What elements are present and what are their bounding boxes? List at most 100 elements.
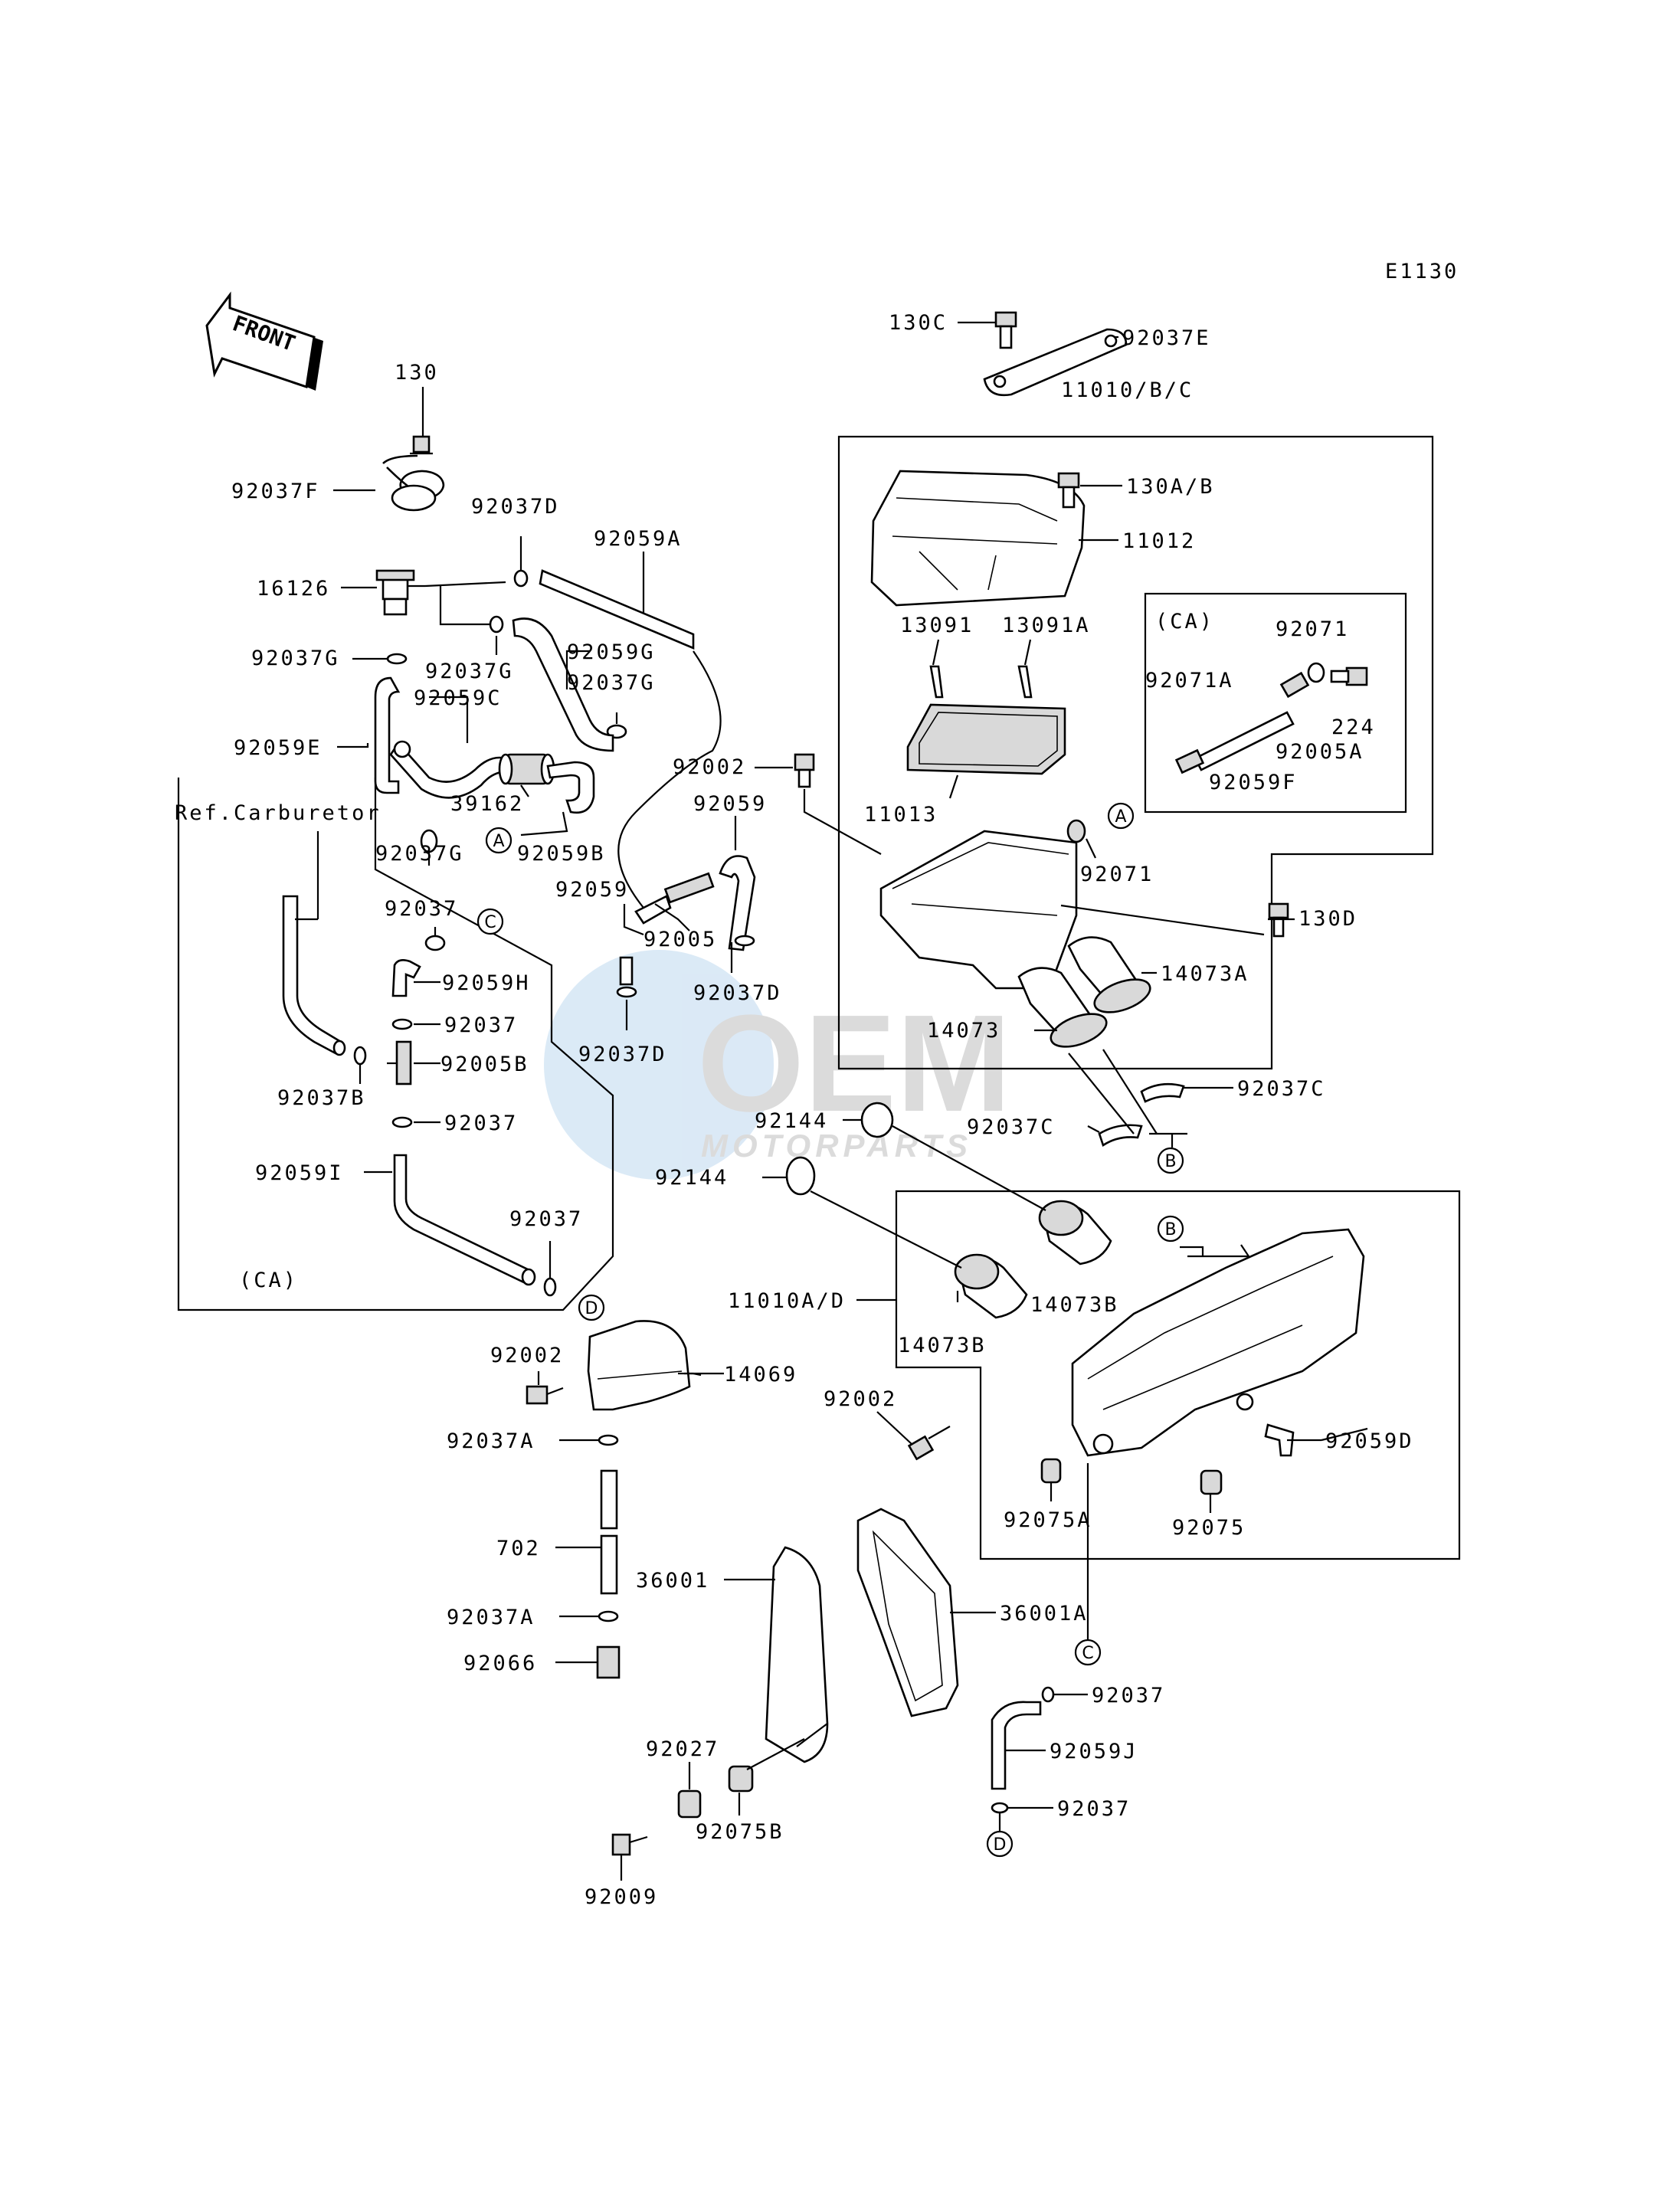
part-label: 13091A bbox=[1002, 614, 1091, 637]
part-label: 92075B bbox=[696, 1820, 784, 1844]
part-label: 92002 bbox=[673, 755, 746, 779]
part-label: 92037G bbox=[567, 671, 656, 695]
clip-92037-icon bbox=[391, 1116, 413, 1128]
hose-92059H-icon bbox=[391, 959, 421, 997]
clip-92037G-icon bbox=[386, 653, 408, 665]
part-label: 92037D bbox=[693, 981, 782, 1005]
part-label: 92037 bbox=[444, 1013, 518, 1037]
ref-carburetor-label: Ref.Carburetor bbox=[175, 801, 382, 825]
clip-13091A-icon bbox=[1017, 665, 1033, 699]
bolt-92002-icon bbox=[526, 1385, 549, 1405]
bolt-130D-icon bbox=[1268, 902, 1289, 919]
connector-92005B-icon bbox=[395, 1040, 412, 1085]
part-label: 130D bbox=[1298, 907, 1357, 931]
clamp-92037C-icon bbox=[1140, 1082, 1185, 1103]
part-label: 11012 bbox=[1122, 529, 1196, 553]
bolt-224-icon bbox=[1345, 666, 1368, 686]
grommet-92071-icon bbox=[1066, 819, 1086, 843]
clip-92037-icon bbox=[991, 1802, 1009, 1814]
part-label: 14073B bbox=[898, 1334, 987, 1357]
tube-702-icon bbox=[600, 1469, 618, 1530]
ref-circle-b bbox=[1157, 1215, 1184, 1243]
part-label: 92059A bbox=[594, 527, 683, 551]
part-label: 92071 bbox=[1080, 863, 1154, 886]
collar-92027-icon bbox=[677, 1789, 702, 1819]
part-label: 39162 bbox=[450, 792, 524, 816]
part-label: 92059C bbox=[414, 686, 503, 710]
part-label: 92071 bbox=[1276, 617, 1349, 641]
part-label: 92037F bbox=[231, 480, 320, 503]
part-label: 92059D bbox=[1325, 1429, 1414, 1453]
part-label: 92002 bbox=[490, 1344, 564, 1367]
ref-letter-a: A bbox=[1115, 807, 1126, 827]
part-label: 92075A bbox=[1004, 1508, 1092, 1532]
hose-92059E-icon bbox=[374, 676, 401, 794]
bracket-92037E-icon bbox=[983, 328, 1128, 397]
grommet-92075B-icon bbox=[728, 1765, 754, 1793]
clip-92037G-icon bbox=[489, 615, 504, 634]
clip-92037-icon bbox=[1041, 1686, 1055, 1703]
hose-92059G-icon bbox=[512, 617, 614, 752]
part-label: 11010A/D bbox=[728, 1289, 846, 1313]
watermark-globe-icon bbox=[544, 950, 774, 1180]
fitting-92059D-icon bbox=[1264, 1423, 1295, 1457]
ref-letter-d: D bbox=[994, 1835, 1007, 1855]
part-label: 92037E bbox=[1122, 326, 1211, 350]
clip-92037-icon bbox=[391, 1018, 413, 1030]
part-label: 92059B bbox=[517, 842, 606, 866]
ref-circle-c bbox=[476, 908, 504, 935]
part-label: 92037 bbox=[385, 897, 458, 921]
ref-letter-d: D bbox=[585, 1299, 598, 1318]
part-label: 92037G bbox=[375, 842, 464, 866]
ref-letter-b: B bbox=[1164, 1220, 1176, 1239]
bolt-130AB-icon bbox=[1057, 472, 1080, 489]
part-label: 92037A bbox=[447, 1429, 535, 1453]
part-label: 92005A bbox=[1276, 740, 1364, 764]
part-label: 92002 bbox=[824, 1387, 897, 1411]
bolt-92002-icon bbox=[907, 1435, 935, 1461]
part-label: 92037 bbox=[1057, 1797, 1131, 1821]
ref-circle-a bbox=[1107, 802, 1135, 830]
cover-14069-icon bbox=[587, 1320, 691, 1411]
hose-92059-icon bbox=[634, 895, 672, 925]
clamp-92037C-icon bbox=[1098, 1124, 1143, 1148]
part-label: 13091 bbox=[900, 614, 974, 637]
part-label: 130 bbox=[395, 361, 439, 385]
clip-13091-icon bbox=[929, 665, 944, 699]
part-label: 92037A bbox=[447, 1606, 535, 1629]
bolt-130C-icon bbox=[994, 311, 1017, 328]
watermark-subtitle: MOTORPARTS bbox=[701, 1128, 972, 1164]
leader-lines bbox=[295, 321, 1368, 1881]
watermark-brand: OEM bbox=[697, 987, 1011, 1141]
part-label: 92037 bbox=[1092, 1684, 1165, 1708]
oring-92144-icon bbox=[860, 1102, 894, 1138]
part-label: 702 bbox=[496, 1537, 541, 1560]
part-label: 130A/B bbox=[1126, 475, 1215, 499]
part-label: 224 bbox=[1331, 715, 1376, 739]
clip-92037A-icon bbox=[598, 1434, 619, 1446]
part-label: 92005 bbox=[644, 928, 717, 951]
part-label: 14073B bbox=[1030, 1293, 1119, 1317]
washer-92071-icon bbox=[1307, 662, 1325, 683]
part-label: 92037D bbox=[471, 495, 560, 519]
part-label: 92144 bbox=[655, 1166, 729, 1190]
part-label: 92059H bbox=[442, 971, 531, 995]
hose-92059J-icon bbox=[991, 1701, 1042, 1790]
part-label: 92037G bbox=[251, 647, 340, 670]
ref-letter-c: C bbox=[484, 913, 496, 932]
part-shapes bbox=[282, 311, 1368, 1856]
part-label: 130C bbox=[889, 311, 948, 335]
clip-92037D-icon bbox=[734, 935, 755, 947]
ref-letter-b: B bbox=[1164, 1152, 1176, 1171]
bolt-130-icon bbox=[412, 435, 431, 453]
part-label: 92059E bbox=[234, 736, 323, 760]
frames bbox=[177, 435, 1461, 1560]
part-label: 92037B bbox=[277, 1086, 366, 1110]
grommet-92075-icon bbox=[1200, 1469, 1223, 1495]
part-label: 36001 bbox=[636, 1569, 709, 1593]
part-label: 92027 bbox=[646, 1737, 719, 1761]
diagram-code: E1130 bbox=[1385, 260, 1459, 283]
ref-letter-a: A bbox=[493, 832, 504, 851]
part-label: 36001A bbox=[1000, 1602, 1089, 1626]
